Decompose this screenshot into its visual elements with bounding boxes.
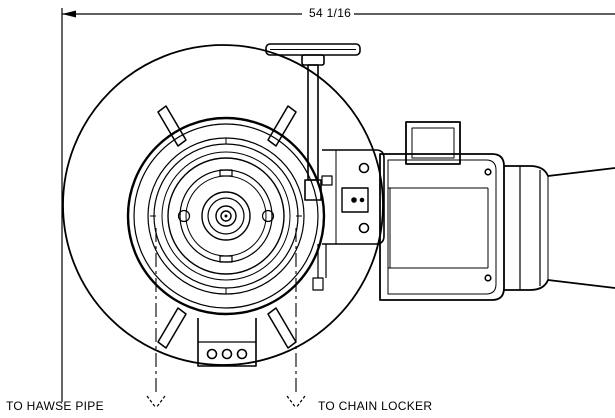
chain-stopper <box>197 318 257 367</box>
coupling-bracket <box>312 149 385 291</box>
to-chain-locker-label: TO CHAIN LOCKER <box>318 399 433 413</box>
overall-width-dimension: 54 1/16 <box>306 6 355 20</box>
chain-centerlines <box>155 228 297 392</box>
handwheel <box>265 43 361 201</box>
hawse-arrow <box>146 395 166 409</box>
gypsy-arms <box>157 105 297 349</box>
dimension-line <box>61 8 615 402</box>
locker-arrow <box>286 395 306 409</box>
housing-outline <box>62 44 384 366</box>
main-drum <box>126 116 326 316</box>
motor-housing <box>379 121 615 301</box>
to-hawse-pipe-label: TO HAWSE PIPE <box>6 399 104 413</box>
